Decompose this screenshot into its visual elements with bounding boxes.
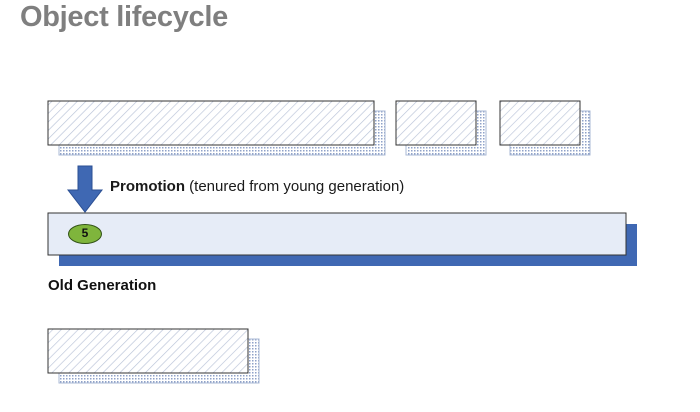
survivor-space-2-box xyxy=(499,100,581,146)
old-generation-box xyxy=(47,212,627,256)
promotion-label-rest: (tenured from young generation) xyxy=(185,178,405,195)
promotion-label: Promotion (tenured from young generation… xyxy=(110,177,404,197)
permanent-space-box xyxy=(47,328,249,374)
survivor-space-1 xyxy=(395,100,487,156)
old-generation-label: Old Generation xyxy=(48,277,157,294)
old-generation-space xyxy=(47,212,637,266)
eden-space xyxy=(47,100,386,156)
survivor-space-2 xyxy=(499,100,591,156)
eden-space-box xyxy=(47,100,375,146)
page-title: Object lifecycle xyxy=(20,1,228,33)
permanent-space xyxy=(47,328,260,384)
promotion-arrow-icon xyxy=(66,165,104,213)
object-badge: 5 xyxy=(68,224,102,244)
survivor-space-1-box xyxy=(395,100,477,146)
promotion-label-bold: Promotion xyxy=(110,178,185,195)
